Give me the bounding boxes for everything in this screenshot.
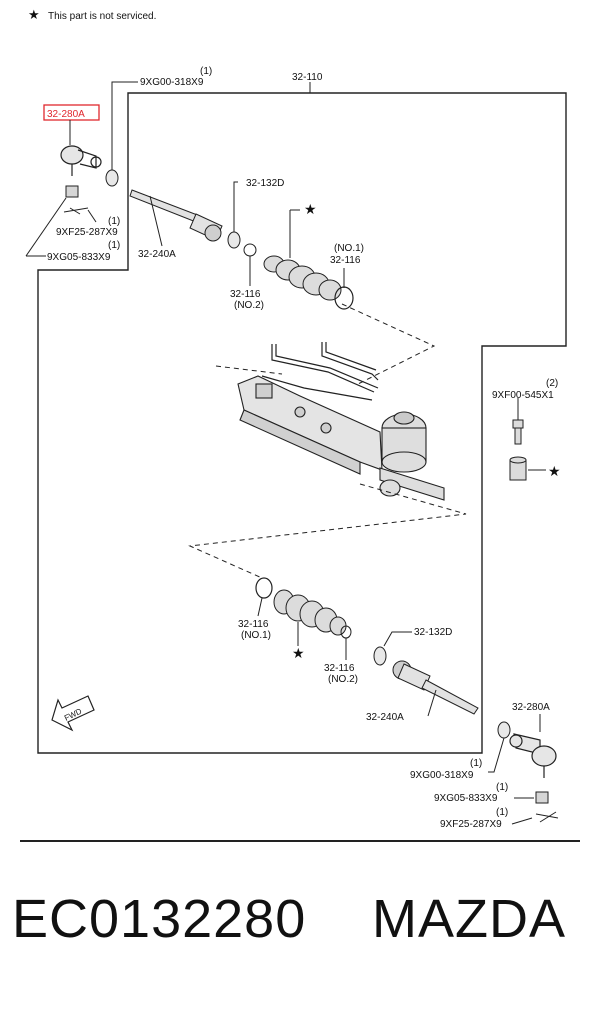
label-castle-nut-right[interactable]: 9XG05-833X9: [434, 793, 498, 804]
label-tie-rod-left[interactable]: 32-240A: [138, 249, 176, 260]
group-label-32-110: 32-110: [292, 72, 323, 83]
not-serviced-star-icon: ★: [28, 7, 40, 22]
label-clamp-no1-upper[interactable]: 32-116: [330, 255, 361, 266]
bushing: [509, 456, 527, 481]
label-cotter-right[interactable]: 9XF25-287X9: [440, 819, 502, 830]
clamp-no2-upper: [243, 243, 257, 257]
locknut-upper: [227, 231, 241, 249]
separator-line: [20, 840, 580, 842]
label-castle-nut-left[interactable]: 9XG05-833X9: [47, 252, 111, 263]
clamp-no1-lower: [255, 577, 273, 599]
label-nut-right[interactable]: 9XG00-318X9: [410, 770, 474, 781]
label-bolt[interactable]: 9XF00-545X1: [492, 390, 554, 401]
tie-rod-end-left: [60, 145, 102, 176]
bolt: [512, 419, 524, 445]
tag-clamp-no2-lower: (NO.2): [328, 674, 358, 685]
qty-cotter-left: (1): [108, 216, 120, 227]
footer: EC0132280 MAZDA: [0, 888, 600, 978]
cotter-pin-left: [63, 207, 89, 215]
tie-rod-left: [129, 189, 223, 242]
nut-left: [105, 169, 119, 187]
pipes: [261, 342, 379, 401]
label-nut-left[interactable]: 9XG00-318X9: [140, 77, 204, 88]
brand-name: MAZDA: [372, 889, 566, 949]
tag-clamp-no1-lower: (NO.1): [241, 630, 271, 641]
pinion-valve: [379, 411, 445, 501]
boot-upper-star-icon: ★: [304, 201, 317, 217]
qty-castle-nut-left: (1): [108, 240, 120, 251]
label-clamp-no1-lower[interactable]: 32-116: [238, 619, 269, 630]
not-serviced-note: This part is not serviced.: [48, 11, 156, 22]
castle-nut-left: [65, 185, 79, 198]
label-clamp-no2-lower[interactable]: 32-116: [324, 663, 355, 674]
qty-nut-right: (1): [470, 758, 482, 769]
nut-right: [497, 721, 511, 739]
locknut-lower: [373, 646, 387, 666]
tie-rod-right: [392, 660, 479, 715]
part-number: EC0132280: [12, 889, 307, 949]
parts-diagram: ★ This part is not serviced. 32-110 32-2…: [25, 7, 567, 830]
qty-castle-nut-right: (1): [496, 782, 508, 793]
highlight-box: [43, 104, 100, 121]
castle-nut-right: [535, 791, 549, 804]
label-cotter-left[interactable]: 9XF25-287X9: [56, 227, 118, 238]
cotter-pin-right: [535, 811, 559, 823]
qty-nut-left: (1): [200, 66, 212, 77]
bushing-star-icon: ★: [548, 463, 561, 479]
label-tie-rod-end-right[interactable]: 32-280A: [512, 702, 550, 713]
tag-clamp-no1-upper: (NO.1): [334, 243, 364, 254]
tie-rod-end-right: [509, 733, 557, 778]
label-locknut-lower[interactable]: 32-132D: [414, 627, 452, 638]
label-tie-rod-end-left[interactable]: 32-280A: [47, 109, 85, 120]
rack-housing: [237, 375, 383, 475]
boot-upper: [263, 255, 342, 301]
qty-bolt: (2): [546, 378, 558, 389]
label-tie-rod-right[interactable]: 32-240A: [366, 712, 404, 723]
group-boundary: [37, 92, 567, 754]
boot-lower: [273, 589, 347, 636]
qty-cotter-right: (1): [496, 807, 508, 818]
label-clamp-no2-upper[interactable]: 32-116: [230, 289, 261, 300]
tag-clamp-no2-upper: (NO.2): [234, 300, 264, 311]
label-locknut-upper[interactable]: 32-132D: [246, 178, 284, 189]
clamp-no1-upper: [334, 286, 354, 310]
fwd-arrow-icon: FWD: [51, 695, 95, 732]
boot-lower-star-icon: ★: [292, 645, 305, 661]
